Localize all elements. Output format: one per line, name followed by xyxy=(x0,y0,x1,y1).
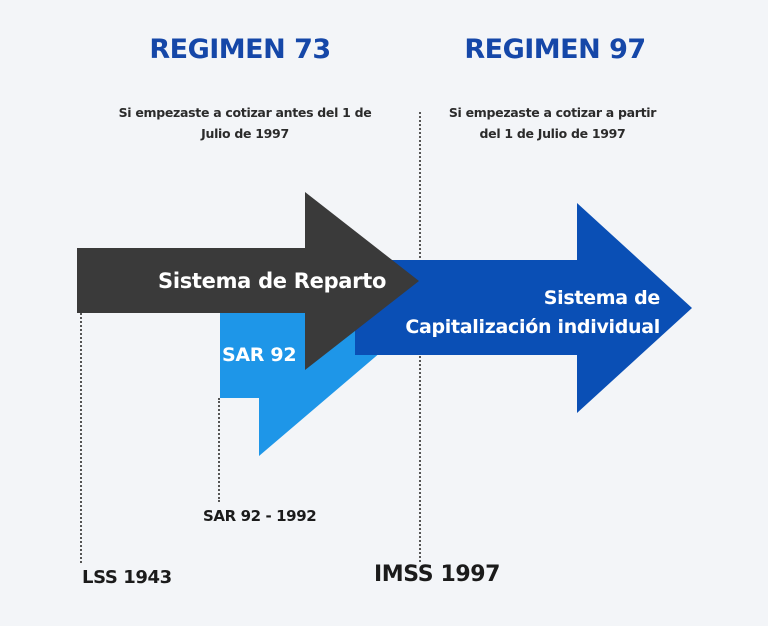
sar92-arrow xyxy=(220,313,395,456)
capitalizacion-label-line1: Sistema de xyxy=(543,287,661,309)
capitalizacion-label-line2: Capitalización individual xyxy=(405,316,660,338)
lss-1943-timeline-line xyxy=(80,313,82,563)
regimen-97-subtitle-line1: Si empezaste a cotizar a partir xyxy=(448,105,657,120)
regimen-73-subtitle-line1: Si empezaste a cotizar antes del 1 de xyxy=(118,105,372,120)
sar92-timeline-line xyxy=(218,398,220,502)
sar92-arrow-label: SAR 92 xyxy=(222,344,297,366)
regimen-73-title: REGIMEN 73 xyxy=(149,34,331,65)
regimen-73-subtitle-line2: Julio de 1997 xyxy=(201,126,289,141)
capitalizacion-arrow xyxy=(355,203,692,413)
capitalizacion-arrow-label: Sistema de Capitalización individual xyxy=(390,284,660,342)
reparto-arrow-label: Sistema de Reparto xyxy=(158,269,387,293)
milestone-sar92-1992: SAR 92 - 1992 xyxy=(203,507,317,525)
regimen-73-subtitle: Si empezaste a cotizar antes del 1 de Ju… xyxy=(80,102,410,144)
milestone-imss-1997: IMSS 1997 xyxy=(374,562,501,587)
regimen-97-subtitle-line2: del 1 de Julio de 1997 xyxy=(479,126,626,141)
reparto-arrow xyxy=(77,192,419,370)
milestone-lss-1943: LSS 1943 xyxy=(82,567,172,588)
regimen-97-title: REGIMEN 97 xyxy=(464,34,646,65)
regimen-97-subtitle: Si empezaste a cotizar a partir del 1 de… xyxy=(420,102,685,144)
